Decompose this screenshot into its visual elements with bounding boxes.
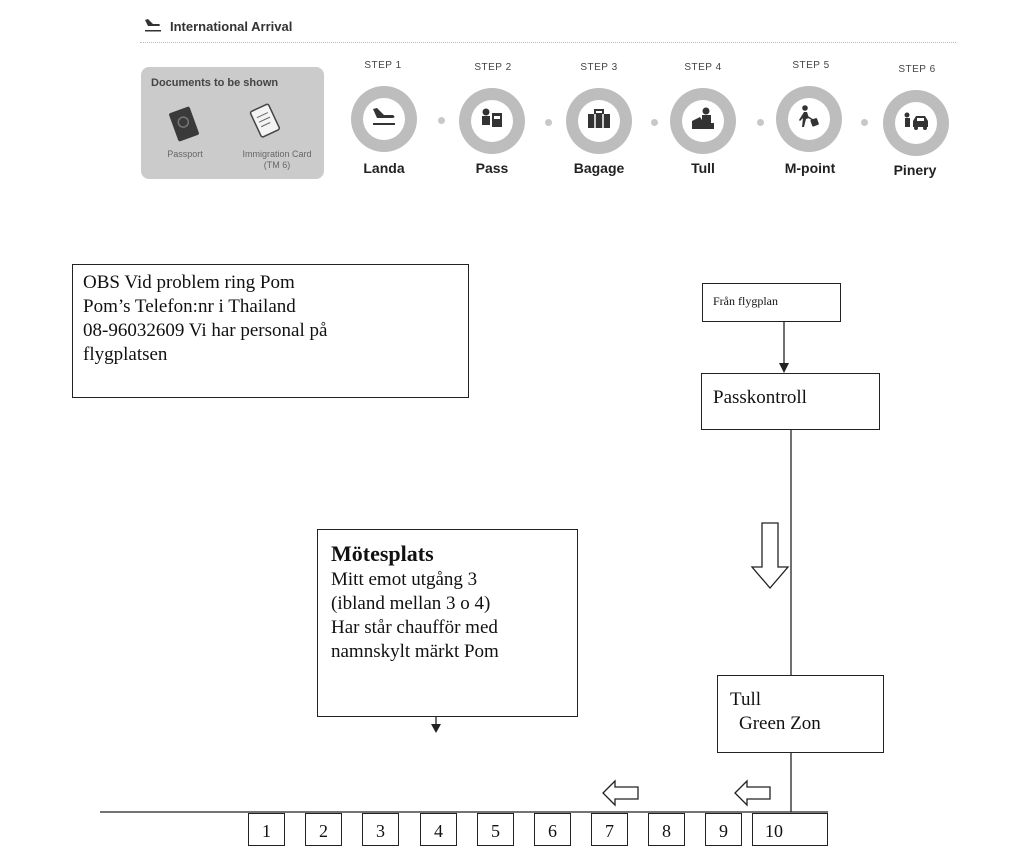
customs-icon — [690, 107, 716, 136]
note-line: 08-96032609 Vi har personal på — [83, 320, 328, 341]
passport-control-box: Passkontroll — [701, 373, 880, 430]
step-3-circle — [566, 88, 632, 154]
gate-3: 3 — [362, 813, 399, 846]
step-connector-dot — [651, 119, 658, 126]
contact-note: OBS Vid problem ring Pom Pom’s Telefon:n… — [72, 264, 469, 398]
from-plane-box: Från flygplan — [702, 283, 841, 322]
green-zone-label: Green Zon — [739, 713, 821, 734]
meeting-point-box: Mötesplats Mitt emot utgång 3 (ibland me… — [317, 529, 578, 717]
plane-landing-icon — [144, 18, 162, 35]
meeting-line: (ibland mellan 3 o 4) — [331, 593, 491, 614]
step-3-label: STEP 3 — [580, 62, 618, 73]
immigration-card-icon — [247, 101, 281, 146]
taxi-pickup-icon — [902, 111, 930, 136]
step-4-name: Tull — [691, 160, 715, 176]
step-2-circle — [459, 88, 525, 154]
documents-panel: Documents to be shown Passport Immigrati… — [141, 67, 324, 179]
arrival-header: International Arrival — [144, 18, 292, 35]
gate-5: 5 — [477, 813, 514, 846]
header-divider — [140, 42, 956, 43]
from-plane-label: Från flygplan — [713, 294, 778, 308]
step-6-circle — [883, 90, 949, 156]
gate-10: 10 — [752, 813, 828, 846]
customs-box: Tull Green Zon — [717, 675, 884, 753]
step-1-name: Landa — [363, 160, 405, 176]
meeting-line: Har står chaufför med — [331, 617, 498, 638]
step-4-label: STEP 4 — [684, 62, 722, 73]
step-4-circle — [670, 88, 736, 154]
step-1-label: STEP 1 — [364, 60, 402, 71]
passport-control-icon — [479, 107, 505, 136]
passport-control-label: Passkontroll — [713, 387, 807, 408]
arrival-title: International Arrival — [170, 19, 293, 34]
landing-plane-icon — [371, 106, 397, 133]
step-connector-dot — [861, 119, 868, 126]
meeting-title: Mötesplats — [331, 541, 434, 566]
baggage-icon — [586, 108, 612, 135]
gate-2: 2 — [305, 813, 342, 846]
documents-title: Documents to be shown — [151, 77, 279, 89]
arrow-head — [431, 724, 441, 733]
gate-7: 7 — [591, 813, 628, 846]
passport-icon — [167, 105, 201, 148]
step-5-label: STEP 5 — [792, 60, 830, 71]
gate-9: 9 — [705, 813, 742, 846]
meeting-line: Mitt emot utgång 3 — [331, 569, 478, 590]
meeting-line: namnskylt märkt Pom — [331, 641, 499, 662]
step-connector-dot — [438, 117, 445, 124]
gate-8: 8 — [648, 813, 685, 846]
step-1-circle — [351, 86, 417, 152]
gate-4: 4 — [420, 813, 457, 846]
customs-label: Tull — [730, 689, 761, 710]
walking-traveller-icon — [796, 104, 822, 134]
step-connector-dot — [545, 119, 552, 126]
hollow-left-arrow — [734, 779, 771, 807]
step-3-name: Bagage — [573, 160, 625, 176]
step-5-name: M-point — [784, 160, 836, 176]
step-5-circle — [776, 86, 842, 152]
step-2-name: Pass — [475, 160, 509, 176]
step-connector-dot — [757, 119, 764, 126]
gate-6: 6 — [534, 813, 571, 846]
step-2-label: STEP 2 — [474, 62, 512, 73]
note-line: flygplatsen — [83, 344, 168, 365]
arrow-head — [779, 363, 789, 373]
passport-caption: Passport — [167, 149, 203, 159]
note-line: OBS Vid problem ring Pom — [83, 272, 295, 293]
gate-1: 1 — [248, 813, 285, 846]
immigration-card-caption: Immigration Card (TM 6) — [242, 149, 312, 170]
step-6-name: Pinery — [893, 162, 937, 178]
hollow-down-arrow — [750, 522, 790, 589]
note-line: Pom’s Telefon:nr i Thailand — [83, 296, 296, 317]
hollow-left-arrow — [602, 779, 639, 807]
step-6-label: STEP 6 — [898, 64, 936, 75]
